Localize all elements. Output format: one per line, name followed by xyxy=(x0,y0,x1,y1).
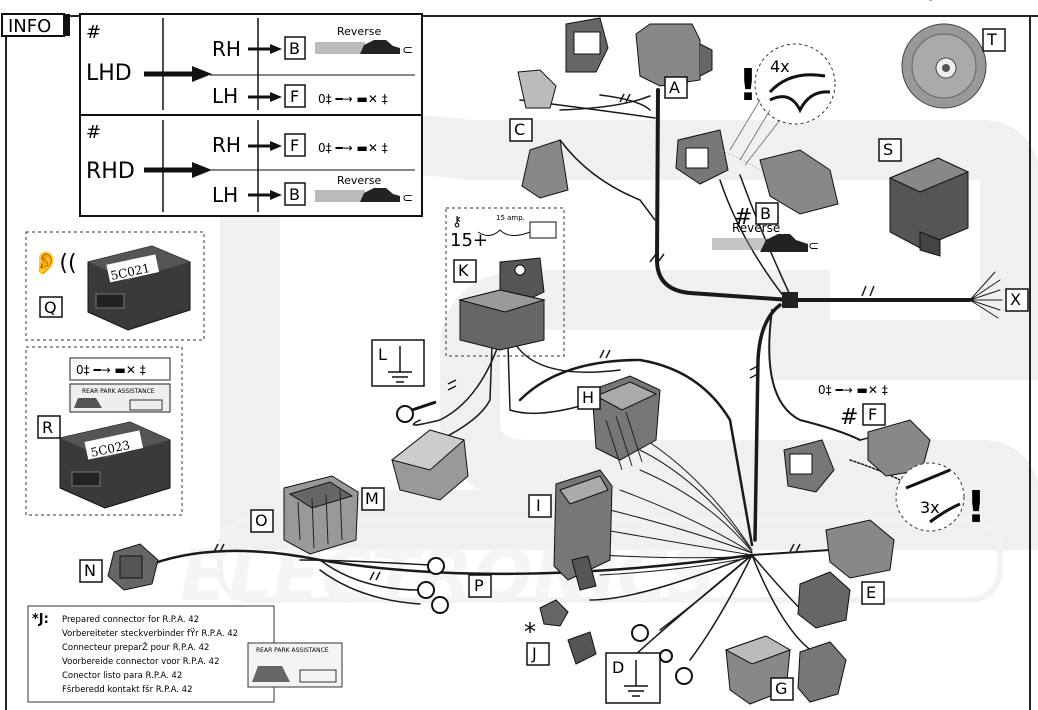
module-s: S xyxy=(878,0,970,257)
connector-m: M xyxy=(361,429,469,511)
rhd-lh-light-icon: ⊂ xyxy=(402,191,413,206)
connector-a: A xyxy=(565,17,713,99)
notes-box: *J: Prepared connector for R.P.A. 42 Vor… xyxy=(27,605,343,703)
warning-icon-2: ! xyxy=(966,482,986,533)
ring-terminals-p: P xyxy=(417,557,492,614)
ground-l: L xyxy=(371,339,437,423)
connector-h: H xyxy=(577,375,661,471)
label-e: E xyxy=(866,583,876,602)
f-hash: # xyxy=(840,405,858,430)
wire-break-marks xyxy=(213,93,875,581)
label-h: H xyxy=(582,388,594,407)
info-badge: INFO xyxy=(1,13,70,37)
label-j: J xyxy=(531,644,537,663)
rhd-lh-label: LH xyxy=(212,183,238,207)
callout-4x: 4x ! xyxy=(729,43,836,166)
lhd-label: LHD xyxy=(86,61,132,86)
notes-line-2: Connecteur preparŽ pour R.P.A. 42 xyxy=(62,641,209,653)
lhd-rh-light-icon: ⊂ xyxy=(402,43,413,58)
connector-i: I xyxy=(528,469,613,591)
orientation-table: # LHD # RHD RH B Reverse ⊂ LH F 0‡ ━→ ▬✕… xyxy=(79,13,423,217)
rhd-label: RHD xyxy=(86,159,135,184)
b-light-icon: ⊂ xyxy=(808,239,819,254)
module-r: 0‡ ━→ ▬✕ ‡ REAR PARK ASSISTANCE 5C023 R xyxy=(25,346,183,516)
connector-b: # B Reverse ⊂ xyxy=(675,129,839,254)
b-reverse: Reverse xyxy=(732,221,780,235)
grommet-t: T xyxy=(901,23,1006,109)
label-r: R xyxy=(42,418,53,437)
lhd-lh-box: F xyxy=(290,87,299,106)
info-label: INFO xyxy=(8,16,51,37)
label-n: N xyxy=(84,561,96,580)
connector-e: E xyxy=(797,519,895,629)
notes-line-3: Voorbereide connector voor R.P.A. 42 xyxy=(62,657,220,667)
sound-icon: 👂(( xyxy=(32,250,77,276)
notes-line-1: Vorbereiteter steckverbinder fŸr R.P.A. … xyxy=(62,628,238,639)
module-r-banner: REAR PARK ASSISTANCE xyxy=(82,388,155,395)
connector-c: C xyxy=(509,69,569,199)
b-hash: # xyxy=(734,205,752,230)
fuse-15: 15+ xyxy=(450,230,488,251)
connector-f: 0‡ ━→ ▬✕ ‡ # F 3x ! xyxy=(783,383,986,533)
rhd-rh-label: RH xyxy=(212,133,241,157)
notes-line-5: Fšrberedd kontakt fšr R.P.A. 42 xyxy=(62,684,192,695)
f-fog-icon: 0‡ ━→ ▬✕ ‡ xyxy=(818,383,888,397)
notes-symbol: *J: xyxy=(32,612,49,627)
relay-k: 15+ ⚷ 15 amp. K xyxy=(445,207,565,357)
label-g: G xyxy=(775,679,787,698)
module-r-fog-icon: 0‡ ━→ ▬✕ ‡ xyxy=(76,363,146,377)
fuse-amp: 15 amp. xyxy=(496,214,525,222)
label-q: Q xyxy=(44,298,57,317)
label-l: L xyxy=(378,345,387,364)
label-x: X xyxy=(1010,290,1021,309)
lhd-lh-fog-icon: 0‡ ━→ ▬✕ ‡ xyxy=(318,92,388,106)
fuse-block-o: O xyxy=(250,475,359,555)
key-icon: ⚷ xyxy=(452,214,462,230)
ground-d: D xyxy=(605,624,693,704)
j-asterisk: * xyxy=(524,618,536,646)
label-s: S xyxy=(883,140,893,159)
label-p: P xyxy=(474,576,484,595)
notes-banner: REAR PARK ASSISTANCE xyxy=(256,647,329,654)
label-a: A xyxy=(669,78,680,97)
warning-icon: ! xyxy=(738,60,758,111)
notes-line-4: Conector listo para R.P.A. 42 xyxy=(62,671,182,681)
label-i: I xyxy=(536,496,541,515)
label-d: D xyxy=(612,658,624,677)
rhd-rh-fog-icon: 0‡ ━→ ▬✕ ‡ xyxy=(318,141,388,155)
connector-j: * J xyxy=(524,599,597,666)
rhd-hash: # xyxy=(86,122,101,143)
lhd-rh-reverse: Reverse xyxy=(337,25,381,38)
rhd-lh-box: B xyxy=(289,185,300,204)
label-o: O xyxy=(255,511,268,530)
rhd-lh-reverse: Reverse xyxy=(337,174,381,187)
module-q: 👂(( 5C021 Q xyxy=(25,231,205,341)
connector-g: G xyxy=(724,635,847,705)
connector-n: N xyxy=(79,543,159,591)
count-3x: 3x xyxy=(920,498,940,517)
label-k: K xyxy=(458,261,469,280)
count-4x: 4x xyxy=(770,57,790,76)
label-c: C xyxy=(514,120,525,139)
lhd-rh-box: B xyxy=(289,39,300,58)
lhd-lh-label: LH xyxy=(212,84,238,108)
wire-end-x: X xyxy=(782,288,1029,312)
notes-line-0: Prepared connector for R.P.A. 42 xyxy=(62,615,199,625)
label-b: B xyxy=(760,204,771,223)
lhd-rh-label: RH xyxy=(212,37,241,61)
label-f: F xyxy=(868,405,877,424)
label-m: M xyxy=(365,489,379,508)
label-t: T xyxy=(986,30,997,49)
lhd-hash: # xyxy=(86,22,101,43)
rhd-rh-box: F xyxy=(290,136,299,155)
